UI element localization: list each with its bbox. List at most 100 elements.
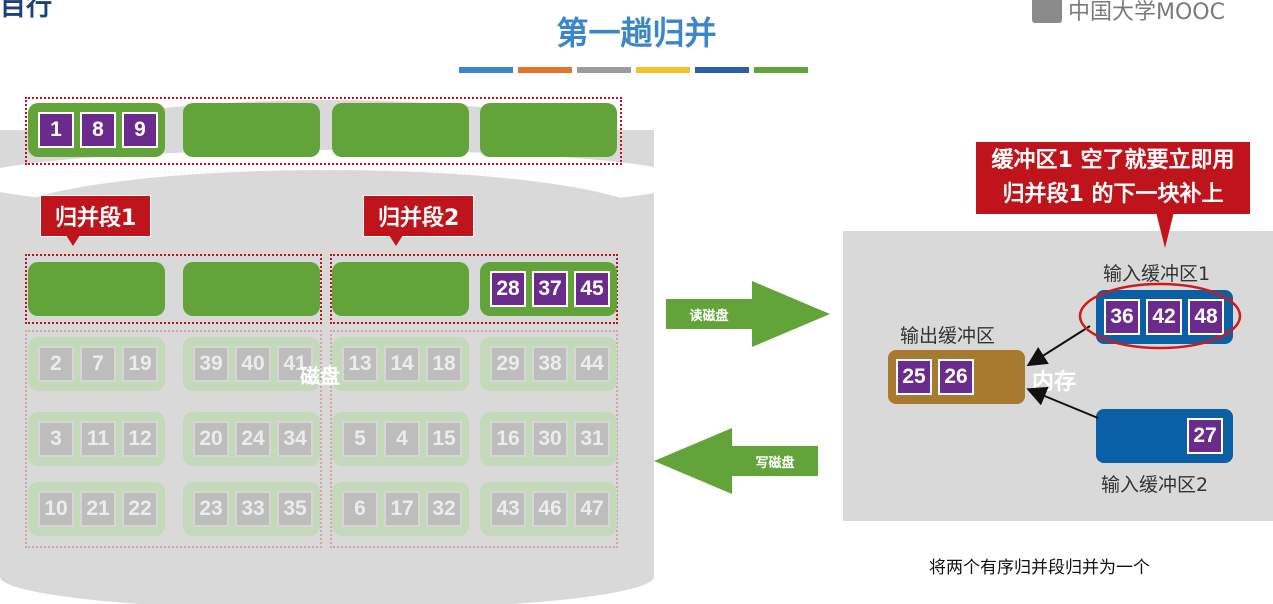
record-value: 21	[80, 491, 116, 527]
refill-note-line1: 缓冲区1 空了就要立即用	[991, 148, 1235, 173]
record-value: 4	[384, 421, 420, 457]
record-value: 37	[532, 271, 568, 307]
record-value: 41	[277, 346, 313, 382]
color-bar-segment	[754, 67, 808, 73]
mooc-logo: 中国大学MOOC	[1032, 0, 1225, 26]
segment2-frame	[330, 254, 618, 324]
color-bar-segment	[577, 67, 631, 73]
record-value: 13	[342, 346, 378, 382]
buffer-record-value: 27	[1187, 418, 1223, 454]
merge-arrow-from-input1	[1026, 325, 1091, 367]
read-disk-label: 读磁盘	[689, 308, 729, 324]
record-value: 22	[122, 491, 158, 527]
segment2-faint-frame	[330, 330, 618, 548]
record-value: 20	[193, 421, 229, 457]
record-value: 33	[235, 491, 271, 527]
disk-block	[332, 103, 469, 157]
mooc-logo-icon	[1032, 0, 1062, 23]
record-value: 43	[490, 491, 526, 527]
color-bar-segment	[518, 67, 572, 73]
page-title: 第一趟归并	[556, 14, 717, 52]
mooc-logo-text: 中国大学MOOC	[1068, 0, 1225, 25]
record-value: 8	[80, 112, 116, 148]
record-value: 3	[38, 421, 74, 457]
segment2-callout-tail	[387, 232, 405, 246]
record-value: 38	[532, 346, 568, 382]
record-value: 18	[426, 346, 462, 382]
write-disk-label: 写磁盘	[755, 455, 795, 471]
record-value: 24	[235, 421, 271, 457]
buffer-record-value: 25	[896, 359, 932, 395]
record-value: 44	[574, 346, 610, 382]
read-disk-arrow-head	[752, 281, 830, 347]
color-bar-segment	[636, 67, 690, 73]
refill-note-tail	[1156, 212, 1174, 248]
refill-note-line2: 归并段1 的下一块补上	[1002, 182, 1224, 207]
top-row-frame	[25, 97, 622, 165]
record-value: 47	[574, 491, 610, 527]
buffer-record-value: 26	[938, 359, 974, 395]
record-value: 46	[532, 491, 568, 527]
buffer-record-value: 48	[1188, 299, 1224, 335]
disk-block	[480, 103, 617, 157]
record-value: 29	[490, 346, 526, 382]
color-bar-segment	[459, 67, 513, 73]
record-value: 1	[38, 112, 74, 148]
record-value: 39	[193, 346, 229, 382]
buffer-record-value: 36	[1104, 299, 1140, 335]
write-disk-arrow-head	[654, 428, 732, 494]
corner-text: 目行	[0, 0, 53, 22]
segment1-callout: 归并段1	[40, 195, 152, 237]
input-buffer1-highlight	[1078, 282, 1242, 350]
read-disk-arrow: 读磁盘	[666, 299, 752, 329]
record-value: 7	[80, 346, 116, 382]
input-buffer2-label: 输入缓冲区2	[1101, 474, 1209, 496]
record-value: 32	[426, 491, 462, 527]
record-value: 2	[38, 346, 74, 382]
record-value: 12	[122, 421, 158, 457]
segment1-faint-frame	[25, 330, 322, 548]
record-value: 17	[384, 491, 420, 527]
disk-block	[183, 103, 320, 157]
record-value: 35	[277, 491, 313, 527]
disk-label: 磁盘	[300, 364, 340, 388]
record-value: 19	[122, 346, 158, 382]
disk-block	[183, 262, 320, 316]
record-value: 45	[574, 271, 610, 307]
footer-caption: 将两个有序归并段归并为一个	[929, 558, 1150, 578]
record-value: 15	[426, 421, 462, 457]
record-value: 9	[122, 112, 158, 148]
disk-block	[332, 262, 469, 316]
buffer-record-value: 42	[1146, 299, 1182, 335]
segment1-frame	[25, 254, 322, 324]
color-bar-segment	[695, 67, 749, 73]
merge-arrow-from-input2	[1026, 386, 1099, 419]
disk-block	[28, 262, 165, 316]
record-value: 5	[342, 421, 378, 457]
record-value: 11	[80, 421, 116, 457]
record-value: 31	[574, 421, 610, 457]
input-buffer1-label: 输入缓冲区1	[1103, 263, 1211, 285]
segment1-callout-tail	[64, 232, 82, 246]
record-value: 30	[532, 421, 568, 457]
refill-note-callout: 缓冲区1 空了就要立即用 归并段1 的下一块补上	[975, 141, 1251, 215]
write-disk-arrow: 写磁盘	[732, 446, 818, 476]
record-value: 6	[342, 491, 378, 527]
output-buffer-label: 输出缓冲区	[900, 325, 996, 347]
record-value: 40	[235, 346, 271, 382]
record-value: 28	[490, 271, 526, 307]
